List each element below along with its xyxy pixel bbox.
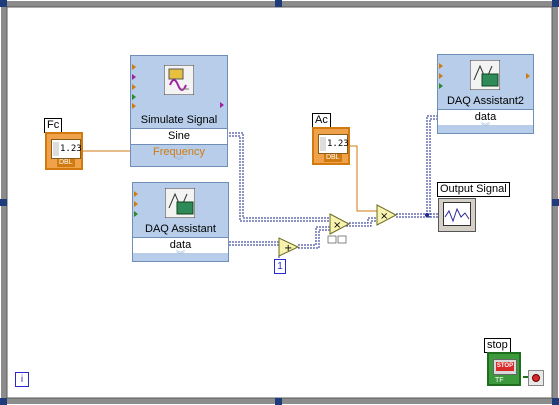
updown-icon bbox=[320, 137, 326, 151]
frequency-input-terminal[interactable]: Frequency bbox=[131, 144, 227, 160]
stop-button-control[interactable]: STOP TF bbox=[487, 352, 521, 386]
expand-chevron-icon[interactable]: ︾ bbox=[175, 250, 185, 260]
wire-sine-to-multiply bbox=[226, 132, 330, 222]
resize-handle bbox=[0, 398, 7, 405]
ac-label: Ac bbox=[312, 113, 331, 128]
resize-handle bbox=[275, 398, 282, 405]
fc-numeric-control[interactable]: 1.23 DBL bbox=[45, 132, 83, 170]
daq-assistant2-terminal-arrows bbox=[439, 63, 530, 89]
wire-daq-to-add bbox=[226, 241, 280, 246]
simulate-signal-terminal-arrows bbox=[132, 64, 224, 109]
ac-value: 1.23 bbox=[327, 139, 349, 149]
multiply2-node[interactable]: × bbox=[376, 204, 398, 226]
ac-type: DBL bbox=[324, 154, 342, 162]
expand-chevron-icon[interactable]: ︾ bbox=[480, 122, 490, 132]
simulate-signal-vi[interactable]: Simulate Signal Sine Frequency ︾ bbox=[130, 55, 228, 167]
loop-condition-terminal[interactable] bbox=[528, 370, 544, 386]
stop-button-text: STOP bbox=[496, 362, 514, 371]
stop-label: stop bbox=[484, 338, 511, 353]
output-signal-graph-indicator[interactable] bbox=[438, 198, 476, 232]
daq-card-icon bbox=[470, 60, 500, 90]
simulate-signal-title: Simulate Signal bbox=[140, 114, 218, 126]
stop-condition-icon bbox=[532, 374, 540, 382]
wire-multiply-to-multiply2 bbox=[346, 217, 377, 227]
resize-handle bbox=[0, 199, 7, 206]
svg-text:×: × bbox=[380, 211, 388, 222]
daq-assistant-title: DAQ Assistant bbox=[145, 223, 216, 235]
daq-assistant-vi[interactable]: DAQ Assistant data ︾ bbox=[132, 182, 229, 262]
expand-chevron-icon[interactable]: ︾ bbox=[174, 156, 184, 166]
daq-card-icon bbox=[165, 188, 195, 218]
resize-handle bbox=[552, 0, 559, 7]
multiply-node[interactable]: × bbox=[327, 213, 351, 244]
wire-junction bbox=[425, 213, 429, 217]
simulate-signal-icon bbox=[164, 65, 194, 95]
sine-output-terminal[interactable]: Sine bbox=[131, 128, 227, 144]
daq-data-output-terminal[interactable]: data bbox=[133, 237, 228, 253]
fc-value: 1.23 bbox=[60, 144, 82, 154]
daq-assistant2-title: DAQ Assistant2 bbox=[446, 95, 525, 107]
daq-assistant-terminal-arrows bbox=[134, 191, 138, 217]
wire-ac-to-multiply2 bbox=[350, 145, 377, 212]
daq-assistant2-vi[interactable]: DAQ Assistant2 data ︾ bbox=[437, 54, 534, 134]
resize-handle bbox=[275, 0, 282, 7]
daq2-data-input-terminal[interactable]: data bbox=[438, 109, 533, 125]
fc-label: Fc bbox=[44, 118, 63, 133]
graph-icon bbox=[443, 202, 471, 226]
fc-type: DBL bbox=[57, 159, 75, 167]
stop-type: TF bbox=[495, 377, 504, 384]
updown-icon bbox=[53, 142, 59, 156]
resize-handle bbox=[552, 398, 559, 405]
resize-handle bbox=[0, 0, 7, 7]
ac-numeric-control[interactable]: 1.23 DBL bbox=[312, 127, 350, 165]
resize-handle bbox=[552, 199, 559, 206]
wire-add-to-multiply bbox=[298, 226, 330, 249]
output-signal-label: Output Signal bbox=[437, 182, 510, 197]
svg-text:×: × bbox=[333, 220, 341, 231]
wire-multiply2-outputs bbox=[396, 115, 440, 218]
constant-one[interactable]: 1 bbox=[274, 259, 286, 274]
loop-iteration-terminal: i bbox=[15, 372, 29, 387]
add-node[interactable]: + bbox=[278, 237, 300, 257]
svg-text:+: + bbox=[284, 243, 292, 254]
